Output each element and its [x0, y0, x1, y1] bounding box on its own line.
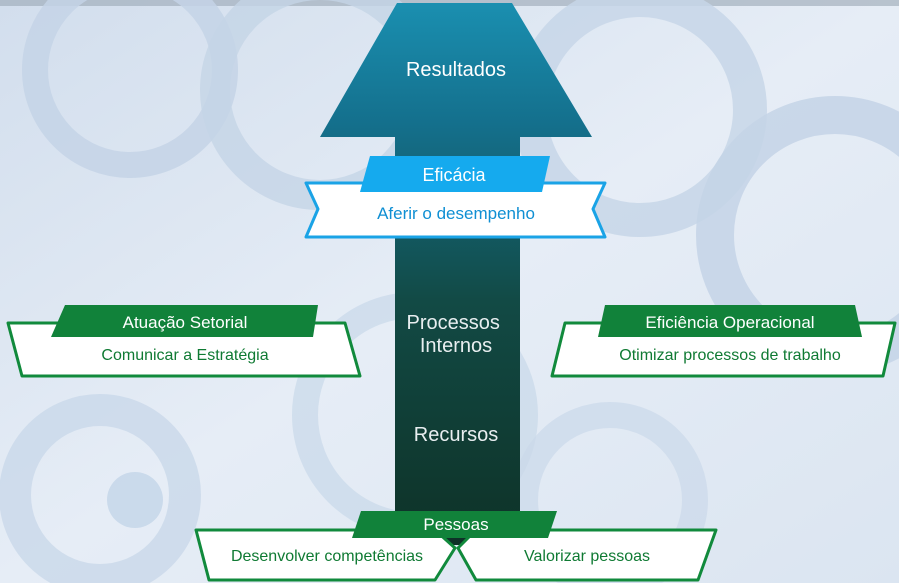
- atuacao-header-shape: [51, 305, 318, 337]
- pessoas-left-body: Desenvolver competências: [231, 548, 423, 565]
- pessoas-box: Pessoas Desenvolver competências Valoriz…: [194, 511, 718, 582]
- atuacao-setorial-box: Atuação Setorial Comunicar a Estratégia: [6, 305, 362, 378]
- arrow-label-processos-line2: Internos: [420, 335, 492, 357]
- eficiencia-operacional-box: Eficiência Operacional Otimizar processo…: [550, 305, 897, 378]
- gear-icon: [0, 394, 201, 583]
- atuacao-header: Atuação Setorial: [123, 313, 248, 332]
- eficacia-header: Eficácia: [422, 165, 486, 185]
- gear-icon: [512, 402, 708, 583]
- arrow-label-recursos: Recursos: [414, 424, 498, 446]
- eficiencia-body: Otimizar processos de trabalho: [619, 347, 841, 364]
- arrow-label-processos-internos: Processos Internos: [407, 312, 506, 357]
- arrow-label-resultados: Resultados: [406, 59, 506, 81]
- eficacia-body: Aferir o desempenho: [377, 204, 535, 223]
- eficiencia-header: Eficiência Operacional: [645, 313, 814, 332]
- atuacao-body: Comunicar a Estratégia: [101, 347, 268, 364]
- pessoas-header-shape: [352, 511, 557, 538]
- eficacia-box: Eficácia Aferir o desempenho: [304, 156, 607, 239]
- arrow-label-processos-line1: Processos: [407, 312, 500, 334]
- gear-hub: [107, 472, 163, 528]
- pessoas-right-body: Valorizar pessoas: [524, 548, 650, 565]
- eficiencia-header-shape: [598, 305, 862, 337]
- eficacia-body-shape: [304, 181, 607, 239]
- eficacia-header-shape: [360, 156, 550, 192]
- pessoas-header: Pessoas: [423, 515, 488, 534]
- pessoas-right-body-shape: [456, 528, 718, 582]
- main-arrow: [320, 3, 592, 545]
